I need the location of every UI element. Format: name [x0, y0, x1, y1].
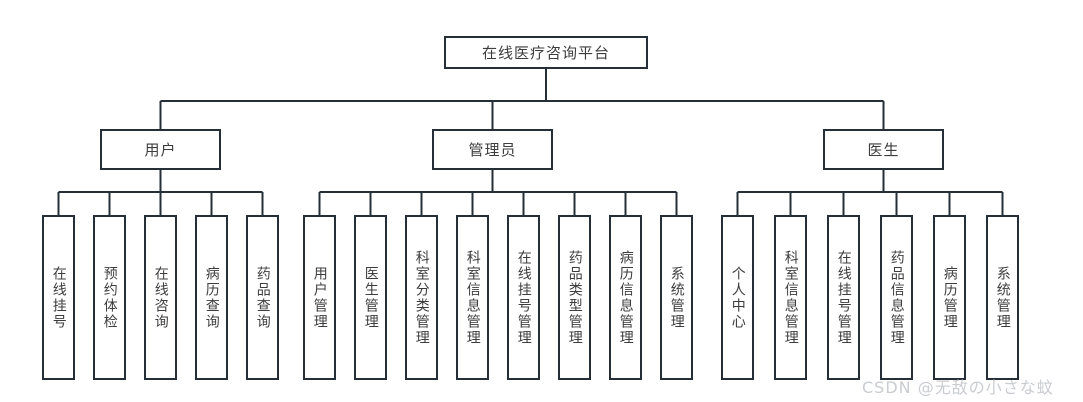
leaf-node-user-0[interactable]: 在线挂号: [42, 215, 75, 380]
leaf-node-doctor-3[interactable]: 药品信息管理: [880, 215, 913, 380]
leaf-node-doctor-5[interactable]: 系统管理: [986, 215, 1019, 380]
leaf-node-user-3[interactable]: 病历查询: [195, 215, 228, 380]
leaf-node-admin-3[interactable]: 科室信息管理: [456, 215, 489, 380]
leaf-node-doctor-4[interactable]: 病历管理: [933, 215, 966, 380]
leaf-node-doctor-0[interactable]: 个人中心: [721, 215, 754, 380]
node-label: 病历管理: [941, 265, 958, 330]
node-label: 在线挂号管理: [515, 249, 532, 346]
node-label: 系统管理: [668, 265, 685, 330]
leaf-node-admin-6[interactable]: 病历信息管理: [609, 215, 642, 380]
node-label: 科室分类管理: [413, 249, 430, 346]
node-label: 药品类型管理: [566, 249, 583, 346]
node-label: 病历信息管理: [617, 249, 634, 346]
leaf-node-doctor-2[interactable]: 在线挂号管理: [827, 215, 860, 380]
leaf-node-admin-0[interactable]: 用户管理: [303, 215, 336, 380]
leaf-node-admin-7[interactable]: 系统管理: [660, 215, 693, 380]
node-label: 药品信息管理: [888, 249, 905, 346]
branch-node-user[interactable]: 用户: [100, 129, 221, 170]
leaf-node-user-4[interactable]: 药品查询: [246, 215, 279, 380]
branch-node-doctor[interactable]: 医生: [823, 129, 944, 170]
leaf-node-admin-5[interactable]: 药品类型管理: [558, 215, 591, 380]
node-label: 系统管理: [994, 265, 1011, 330]
node-label: 医生管理: [362, 265, 379, 330]
node-label: 个人中心: [729, 265, 746, 330]
leaf-node-doctor-1[interactable]: 科室信息管理: [774, 215, 807, 380]
node-label: 药品查询: [254, 265, 271, 330]
branch-node-admin[interactable]: 管理员: [432, 129, 553, 170]
leaf-node-admin-1[interactable]: 医生管理: [354, 215, 387, 380]
node-label: 病历查询: [203, 265, 220, 330]
leaf-node-admin-2[interactable]: 科室分类管理: [405, 215, 438, 380]
leaf-node-admin-4[interactable]: 在线挂号管理: [507, 215, 540, 380]
node-label: 预约体检: [101, 265, 118, 330]
root-node[interactable]: 在线医疗咨询平台: [444, 36, 648, 69]
node-label: 科室信息管理: [782, 249, 799, 346]
node-label: 用户管理: [311, 265, 328, 330]
leaf-node-user-2[interactable]: 在线咨询: [144, 215, 177, 380]
leaf-node-user-1[interactable]: 预约体检: [93, 215, 126, 380]
watermark-label: CSDN @无敌の小さな蚊: [862, 378, 1054, 397]
node-label: 在线挂号管理: [835, 249, 852, 346]
node-label: 在线咨询: [152, 265, 169, 330]
node-label: 科室信息管理: [464, 249, 481, 346]
node-label: 在线挂号: [50, 265, 67, 330]
